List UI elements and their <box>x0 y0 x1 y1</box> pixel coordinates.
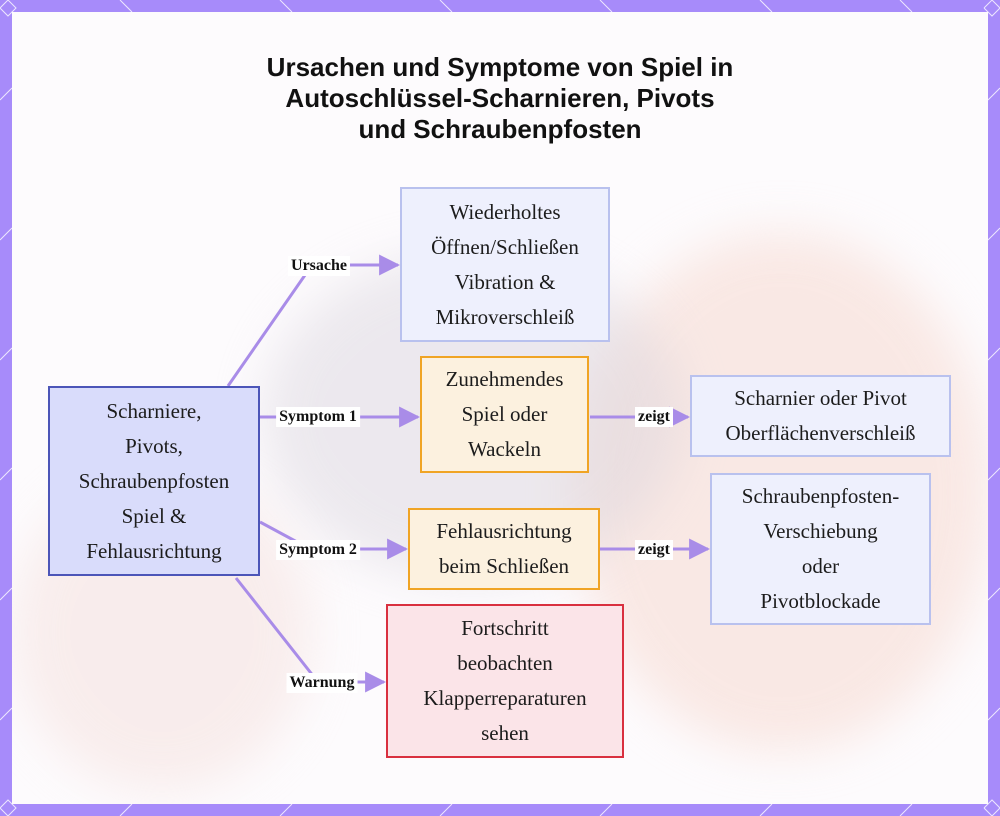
diagram-title: Ursachen und Symptome von Spiel in Autos… <box>0 52 1000 145</box>
node-symptom2-line: beim Schließen <box>438 554 570 578</box>
node-cause-line: Öffnen/Schließen <box>431 234 579 259</box>
node-symptom2-line: Fehlausrichtung <box>436 519 572 543</box>
edge-root-cause <box>226 254 401 387</box>
node-root-line: Fehlausrichtung <box>86 538 222 563</box>
node-symptom1-effect-line: Scharnier oder Pivot <box>734 386 907 410</box>
title-line: und Schraubenpfosten <box>358 114 642 144</box>
edge-label-shows2: zeigt <box>635 540 673 560</box>
title-line: Ursachen und Symptome von Spiel in <box>266 52 734 82</box>
edge-label-warning: Warnung <box>286 673 358 693</box>
node-symptom1-line: Wackeln <box>468 437 541 461</box>
node-cause: Wiederholtes Öffnen/Schließen Vibration … <box>400 187 610 342</box>
node-symptom2-effect-line: Verschiebung <box>763 519 878 543</box>
node-symptom2: Fehlausrichtung beim Schließen <box>408 508 600 590</box>
edge-label-shows1: zeigt <box>635 407 673 427</box>
node-root-line: Spiel & <box>121 503 187 528</box>
node-root: Scharniere, Pivots, Schraubenpfosten Spi… <box>48 386 260 576</box>
node-symptom1-line: Spiel oder <box>461 402 548 426</box>
node-symptom2-effect: Schraubenpfosten- Verschiebung oder Pivo… <box>710 473 931 625</box>
node-symptom1-effect-line: Oberflächenverschleiß <box>725 421 916 445</box>
node-root-line: Pivots, <box>125 433 183 458</box>
node-warning-line: Klapperreparaturen <box>423 686 587 710</box>
node-symptom1-effect: Scharnier oder Pivot Oberflächenverschle… <box>690 375 951 457</box>
node-cause-line: Wiederholtes <box>449 199 561 224</box>
node-warning-line: Fortschritt <box>461 616 549 640</box>
node-warning: Fortschritt beobachten Klapperreparature… <box>386 604 624 758</box>
node-symptom1-line: Zunehmendes <box>445 367 564 391</box>
edge-label-cause: Ursache <box>288 256 350 276</box>
node-symptom2-effect-line: Pivotblockade <box>760 589 881 613</box>
node-symptom2-effect-line: oder <box>801 554 840 578</box>
title-line: Autoschlüssel-Scharnieren, Pivots <box>285 83 715 113</box>
node-cause-line: Vibration & <box>454 269 556 294</box>
node-root-line: Scharniere, <box>106 398 202 423</box>
edge-label-symptom1: Symptom 1 <box>276 407 360 427</box>
edge-label-symptom2: Symptom 2 <box>276 540 360 560</box>
edge-root-warning <box>234 577 387 693</box>
node-warning-line: beobachten <box>457 651 553 675</box>
node-symptom2-effect-line: Schraubenpfosten- <box>741 484 900 508</box>
node-root-line: Schraubenpfosten <box>78 468 230 493</box>
node-symptom1: Zunehmendes Spiel oder Wackeln <box>420 356 589 473</box>
node-warning-line: sehen <box>481 721 529 745</box>
node-cause-line: Mikroverschleiß <box>435 304 575 329</box>
